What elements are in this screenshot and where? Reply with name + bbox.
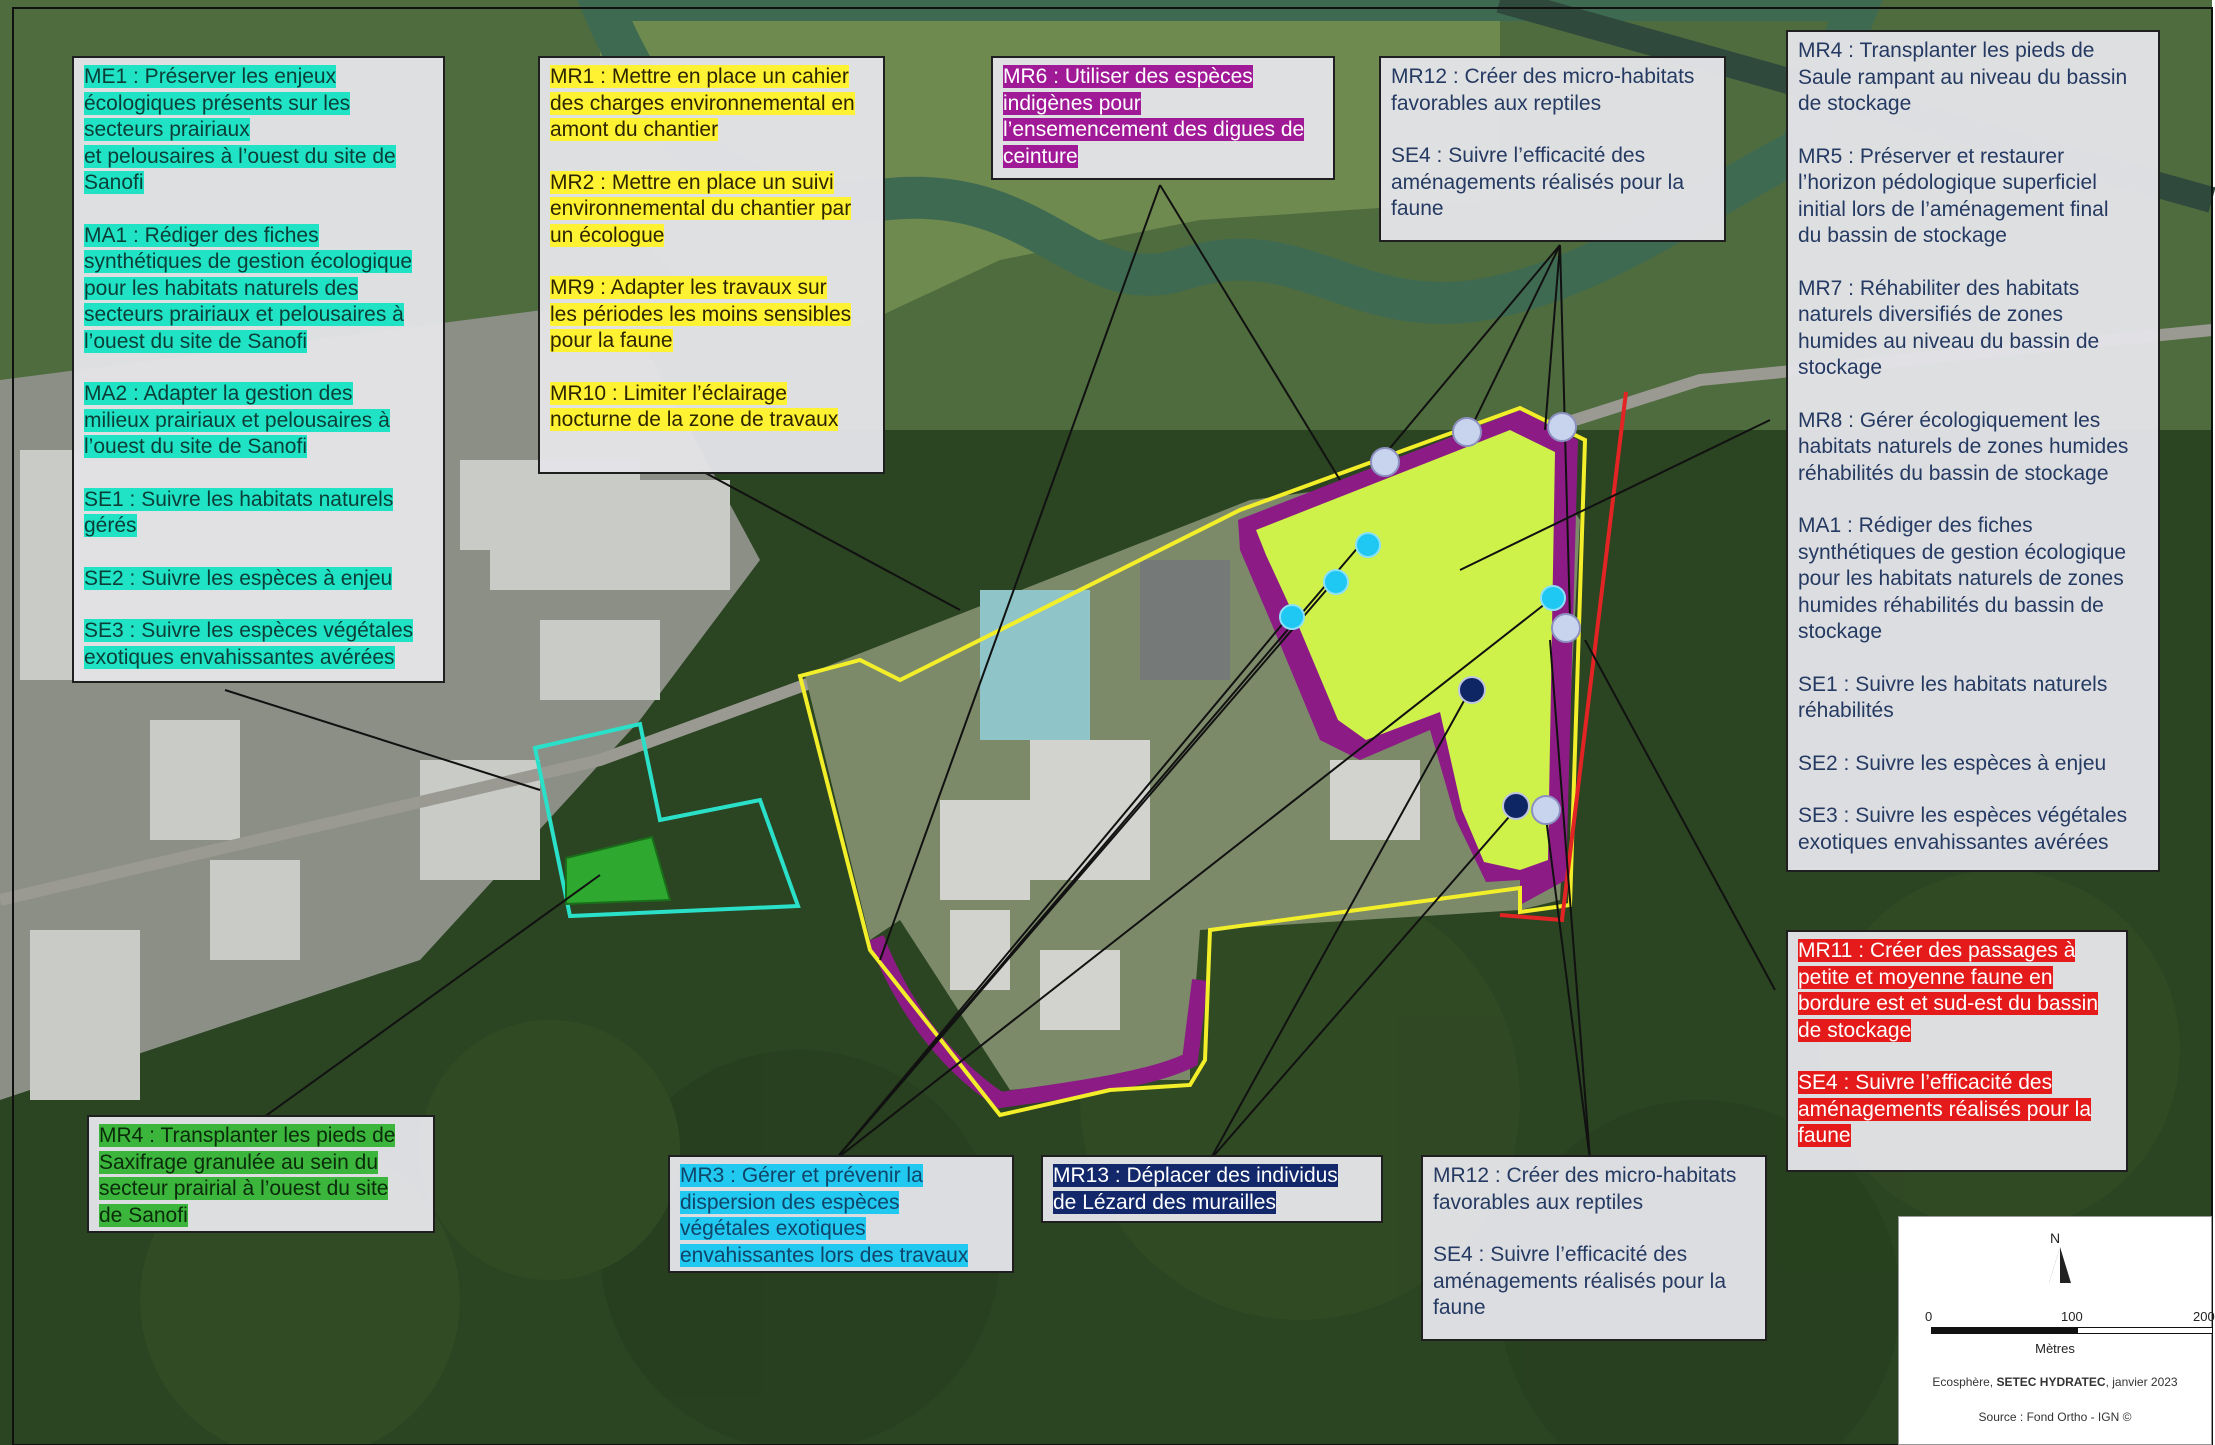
lizard-points-navy: [1458, 676, 1530, 820]
se4-measure: SE4 : Suivre l’efficacité des aménagemen…: [1391, 144, 1684, 220]
ma1-measure: MA1 : Rédiger des fiches synthétiques de…: [84, 223, 413, 353]
saxifrage-patch-green: [565, 835, 672, 906]
scale-tick-0: 0: [1925, 1309, 1933, 1324]
se2-basin-measure: SE2 : Suivre les espèces à enjeu: [1798, 751, 2107, 775]
scale-unit: Mètres: [2035, 1341, 2075, 1356]
se3-basin-measure: SE3 : Suivre les espèces végétales exoti…: [1798, 804, 2128, 854]
red-line-east: [1499, 391, 1628, 923]
mr2-measure: MR2 : Mettre en place un suivi environne…: [550, 170, 852, 247]
ma2-measure: MA2 : Adapter la gestion des milieux pra…: [84, 382, 390, 458]
credit-b: SETEC HYDRATEC: [1996, 1375, 2106, 1389]
source-line: Source : Fond Ortho - IGN ©: [1978, 1410, 2132, 1424]
mr9-measure: MR9 : Adapter les travaux sur les périod…: [550, 276, 852, 352]
mr1-measure: MR1 : Mettre en place un cahier des char…: [550, 65, 855, 141]
green-measure-box: MR4 : Transplanter les pieds de Saxifrag…: [87, 1115, 435, 1233]
credit-line: Ecosphère, SETEC HYDRATEC, janvier 2023: [1899, 1375, 2211, 1389]
navy-measure-box: MR13 : Déplacer des individus de Lézard …: [1041, 1155, 1383, 1223]
se1-basin-measure: SE1 : Suivre les habitats naturels réhab…: [1798, 672, 2108, 723]
scale-legend-box: N 0 100 200 Mètres Ecosphère, SETEC HYDR…: [1898, 1216, 2215, 1445]
credit-c: , janvier 2023: [2105, 1375, 2178, 1389]
credit-a: Ecosphère,: [1932, 1375, 1997, 1389]
se4-red-measure: SE4 : Suivre l’efficacité des aménagemen…: [1798, 1071, 2091, 1147]
mr12-bottom-measure: MR12 : Créer des micro-habitats favorabl…: [1433, 1164, 1737, 1214]
project-outline-yellow: [797, 405, 1588, 1118]
mr10-measure: MR10 : Limiter l’éclairage nocturne de l…: [550, 381, 839, 431]
mr13-measure: MR13 : Déplacer des individus de Lézard …: [1053, 1164, 1338, 1214]
mr8-measure: MR8 : Gérer écologiquement les habitats …: [1798, 408, 2129, 485]
north-label: N: [2049, 1230, 2061, 1246]
site-buildings: [940, 560, 1420, 1030]
mr3-measure: MR3 : Gérer et prévenir la dispersion de…: [680, 1164, 969, 1267]
map-frame: [12, 7, 2213, 1445]
mr7-measure: MR7 : Réhabiliter des habitats naturels …: [1798, 276, 2100, 380]
reptile-measures-box-top: MR12 : Créer des micro-habitats favorabl…: [1379, 56, 1726, 242]
ma1-basin-measure: MA1 : Rédiger des fiches synthétiques de…: [1798, 514, 2127, 643]
plant-points-cyan: [1279, 532, 1566, 630]
se1-measure: SE1 : Suivre les habitats naturels gérés: [84, 487, 394, 537]
mr6-measure: MR6 : Utiliser des espèces indigènes pou…: [1003, 65, 1305, 168]
habitat-points-light: [1370, 412, 1581, 825]
cyan-measure-box: MR3 : Gérer et prévenir la dispersion de…: [668, 1155, 1014, 1273]
mr4-saule-measure: MR4 : Transplanter les pieds de Saule ra…: [1798, 39, 2128, 115]
west-meadow-outline-teal: [532, 721, 801, 919]
north-arrow-half-icon: [2049, 1247, 2060, 1283]
se2-measure: SE2 : Suivre les espèces à enjeu: [84, 566, 393, 590]
se3-measure: SE3 : Suivre les espèces végétales exoti…: [84, 619, 414, 669]
scale-bar-white: [2077, 1327, 2213, 1334]
yellow-measures-box: MR1 : Mettre en place un cahier des char…: [538, 56, 885, 474]
scale-bar-black: [1931, 1327, 2077, 1334]
red-measures-box: MR11 : Créer des passages à petite et mo…: [1786, 930, 2128, 1172]
mr5-measure: MR5 : Préserver et restaurer l’horizon p…: [1798, 144, 2109, 248]
me1-measure: ME1 : Préserver les enjeux écologiques p…: [84, 65, 396, 194]
se4-bottom-measure: SE4 : Suivre l’efficacité des aménagemen…: [1433, 1243, 1726, 1319]
teal-measures-box: ME1 : Préserver les enjeux écologiques p…: [72, 56, 445, 683]
mr11-measure: MR11 : Créer des passages à petite et mo…: [1798, 939, 2099, 1042]
mr12-measure: MR12 : Créer des micro-habitats favorabl…: [1391, 65, 1695, 115]
purple-measure-box: MR6 : Utiliser des espèces indigènes pou…: [991, 56, 1335, 180]
mr4-saxifrage-measure: MR4 : Transplanter les pieds de Saxifrag…: [99, 1124, 396, 1227]
scale-tick-200: 200: [2193, 1309, 2215, 1324]
callout-lines: [224, 184, 1776, 1161]
basin-lime-area: [1256, 430, 1555, 870]
scale-tick-100: 100: [2061, 1309, 2083, 1324]
basin-measures-box: MR4 : Transplanter les pieds de Saule ra…: [1786, 30, 2160, 872]
reptile-measures-box-bottom: MR12 : Créer des micro-habitats favorabl…: [1421, 1155, 1767, 1341]
